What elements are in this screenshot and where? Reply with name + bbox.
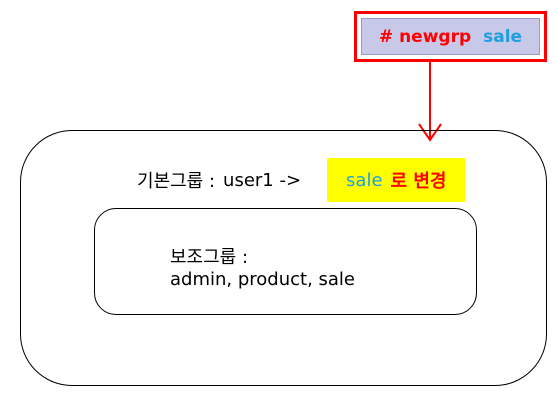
command-argument: sale: [483, 26, 523, 47]
primary-group-label: 기본그룹 :: [137, 171, 216, 192]
primary-group-row: 기본그룹 : user1 -> sale 로 변경: [137, 158, 466, 202]
change-text: 로 변경: [390, 171, 447, 192]
user-group-container: [20, 130, 547, 386]
primary-group-value: user1 ->: [223, 169, 302, 191]
command-name: # newgrp: [378, 26, 472, 47]
command-box: # newgrp sale: [354, 11, 547, 62]
secondary-group-label: 보조그룹 :: [170, 247, 249, 268]
group-change-badge: sale 로 변경: [327, 158, 466, 202]
command-text: # newgrp sale: [361, 18, 540, 55]
new-group-name: sale: [346, 169, 383, 191]
secondary-group-list: admin, product, sale: [170, 269, 356, 290]
secondary-group-box: [94, 208, 477, 315]
